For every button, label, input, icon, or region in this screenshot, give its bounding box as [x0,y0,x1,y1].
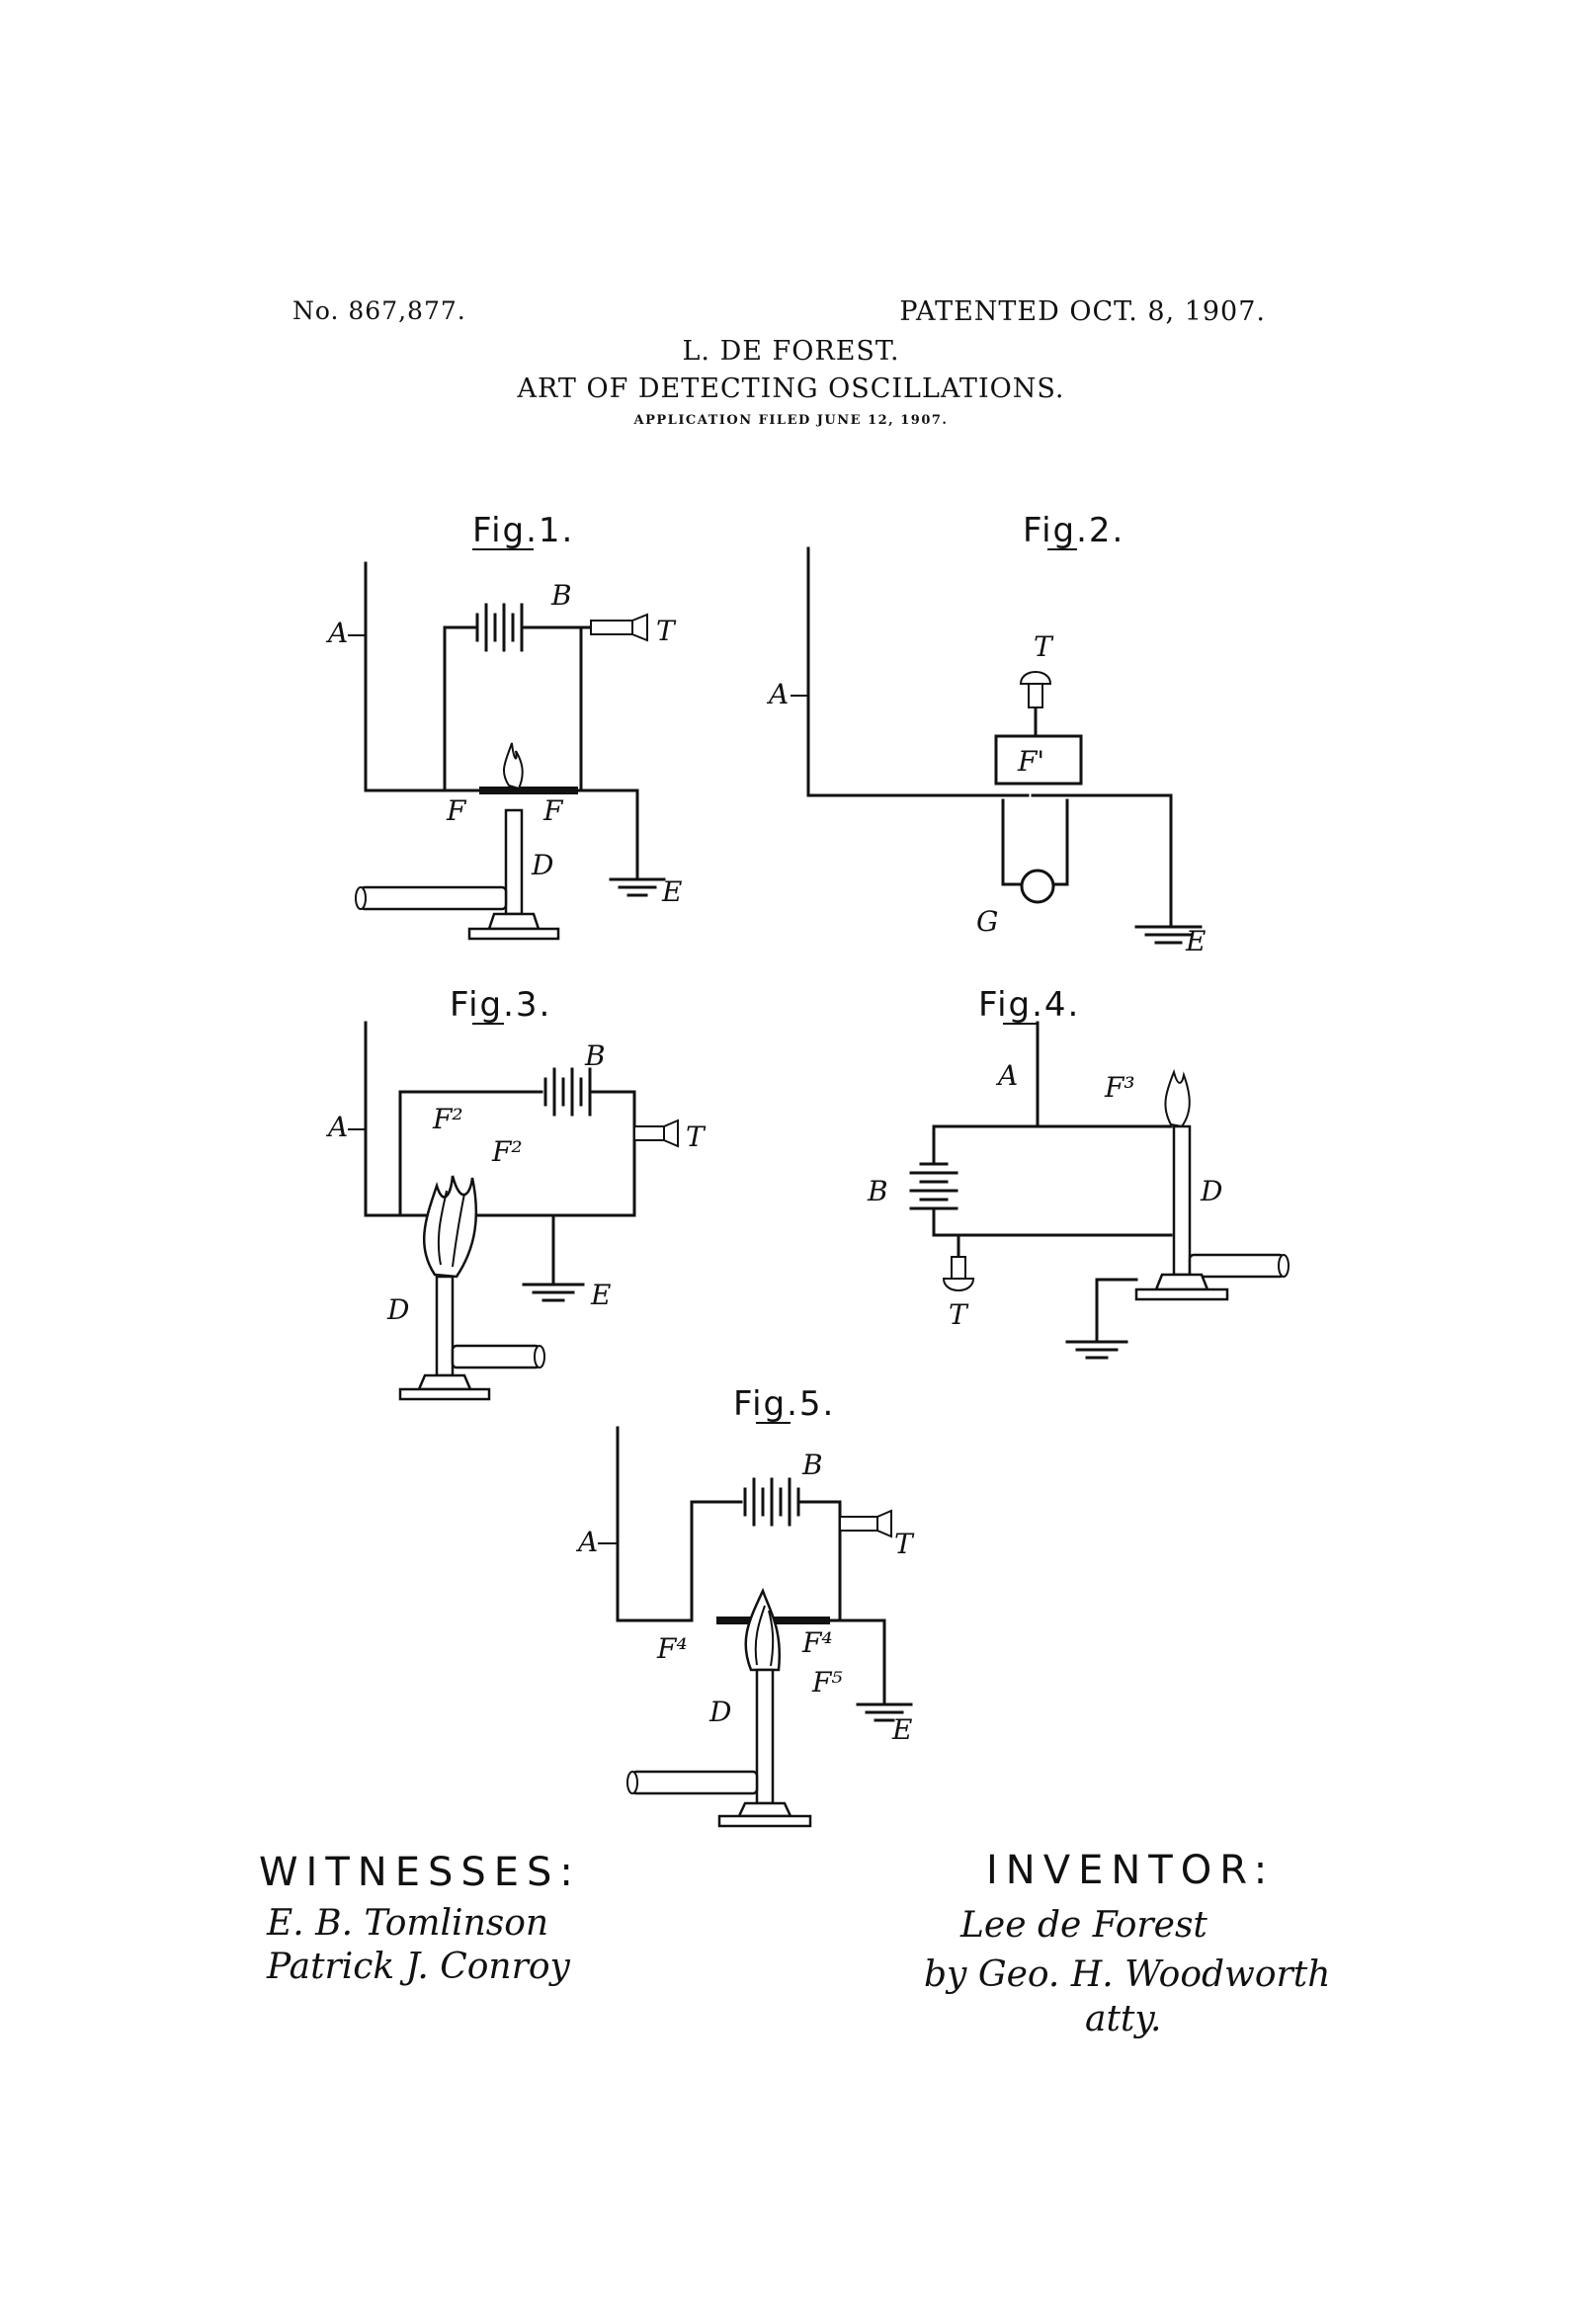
fig4-battery [909,1162,958,1210]
figure-4-label: Fig.4. [978,985,1080,1025]
fig4-earth [1065,1340,1128,1360]
fig2-antenna-label: A [766,678,789,710]
fig2-telephone [1019,671,1052,708]
fig3-loop-left [398,1090,543,1217]
figure-2-label: Fig.2. [1023,511,1124,550]
fig1-telephone-label: T [656,615,677,647]
fig5-battery-label: B [801,1449,823,1481]
fig5-earth [856,1702,913,1722]
fig2-chamber-label: F' [1017,745,1044,778]
fig3-electrode-lower-label: F² [491,1135,523,1168]
witnesses-block: WITNESSES: E. B. Tomlinson Patrick J. Co… [259,1850,581,1987]
fig1-earth [609,877,666,897]
fig3-electrode-upper-label: F² [432,1103,463,1135]
inventor-name: L. DE FOREST. [682,336,900,367]
fig1-earth-wire [576,788,639,881]
fig3-burner-label: D [386,1293,409,1326]
fig5-flame-label: F⁵ [811,1666,843,1699]
fig2-loop-right [1045,798,1069,886]
figure-5-label: Fig.5. [733,1384,835,1424]
attorney-signature: by Geo. H. Woodworth [924,1954,1330,1995]
fig1-battery-label: B [550,579,572,612]
fig1-burner [355,742,560,941]
fig5-telephone-label: T [894,1528,915,1560]
fig3-antenna-wire [364,1021,437,1217]
fig1-telephone [590,613,648,642]
fig1-battery [475,603,524,652]
fig1-loop-left [443,625,476,792]
witness-signature-2: Patrick J. Conroy [266,1947,570,1987]
fig3-telephone [633,1119,679,1148]
fig3-telephone-label: T [686,1120,707,1153]
fig2-telephone-label: T [1034,630,1054,663]
fig3-antenna-label: A [325,1111,348,1143]
figure-1: Fig.1. A B T [325,511,682,941]
application-date: APPLICATION FILED JUNE 12, 1907. [633,413,949,428]
figure-2: Fig.2. A F' T G E [766,511,1206,957]
fig1-electrode-left-label: F [446,794,467,827]
fig5-loop-right [799,1500,842,1622]
fig5-battery [743,1477,800,1527]
inventor-heading: INVENTOR: [986,1848,1275,1893]
patent-title: ART OF DETECTING OSCILLATIONS. [517,374,1065,404]
fig5-antenna-wire [616,1426,694,1622]
fig5-burner-label: D [708,1696,731,1728]
fig2-earth [1134,925,1203,945]
fig3-battery-label: B [584,1039,606,1072]
fig2-earth-wire [1045,793,1173,929]
fig3-burner [398,1175,545,1401]
fig1-electrodes [479,787,578,794]
fig4-burner [1134,1068,1290,1301]
fig1-electrode-right-label: F [542,794,564,827]
fig4-flame-label: F³ [1104,1071,1135,1104]
figure-4: Fig.4. A B T [867,985,1290,1360]
inventor-block: INVENTOR: Lee de Forest by Geo. H. Woodw… [924,1848,1330,2039]
fig4-bottom-wire [932,1209,1173,1237]
fig5-earth-wire [828,1618,886,1706]
figure-3: Fig.3. A B T F² F² E [325,985,707,1401]
fig4-antenna-label: A [995,1059,1018,1092]
fig3-earth-label: E [590,1279,611,1311]
fig3-battery [543,1067,592,1117]
witnesses-heading: WITNESSES: [259,1850,581,1895]
fig2-generator-label: G [976,905,998,938]
fig5-electrode-right-label: F⁴ [801,1626,833,1659]
witness-signature-1: E. B. Tomlinson [266,1903,548,1944]
figure-3-label: Fig.3. [450,985,551,1025]
fig3-earth [522,1283,585,1302]
attorney-title: atty. [1085,1999,1161,2039]
fig4-burner-label: D [1200,1175,1222,1207]
fig5-loop-left [690,1500,743,1622]
fig2-flame-chamber [994,734,1083,786]
fig5-burner [626,1587,812,1828]
fig1-antenna-wire [364,561,516,792]
figure-1-label: Fig.1. [472,511,574,550]
fig2-earth-label: E [1185,925,1206,957]
fig4-battery-label: B [867,1175,888,1207]
fig3-loop-right [462,1090,636,1217]
fig5-telephone [839,1509,892,1538]
fig4-earth-wire [1095,1278,1138,1344]
patent-date: PATENTED OCT. 8, 1907. [899,296,1266,327]
fig2-loop-left [1001,798,1030,886]
fig4-telephone-label: T [949,1298,969,1331]
fig5-antenna-label: A [575,1526,598,1558]
patent-number: No. 867,877. [292,296,466,325]
fig1-antenna-label: A [325,617,348,649]
fig2-generator [1020,869,1055,904]
fig1-earth-label: E [661,875,682,908]
fig5-earth-label: E [891,1713,912,1746]
fig5-electrode-left-label: F⁴ [656,1632,688,1665]
figure-5: Fig.5. A B T [575,1384,915,1828]
inventor-signature: Lee de Forest [959,1905,1207,1946]
fig1-burner-label: D [531,849,553,881]
fig4-telephone [942,1256,975,1291]
fig2-antenna-wire [806,546,1030,797]
